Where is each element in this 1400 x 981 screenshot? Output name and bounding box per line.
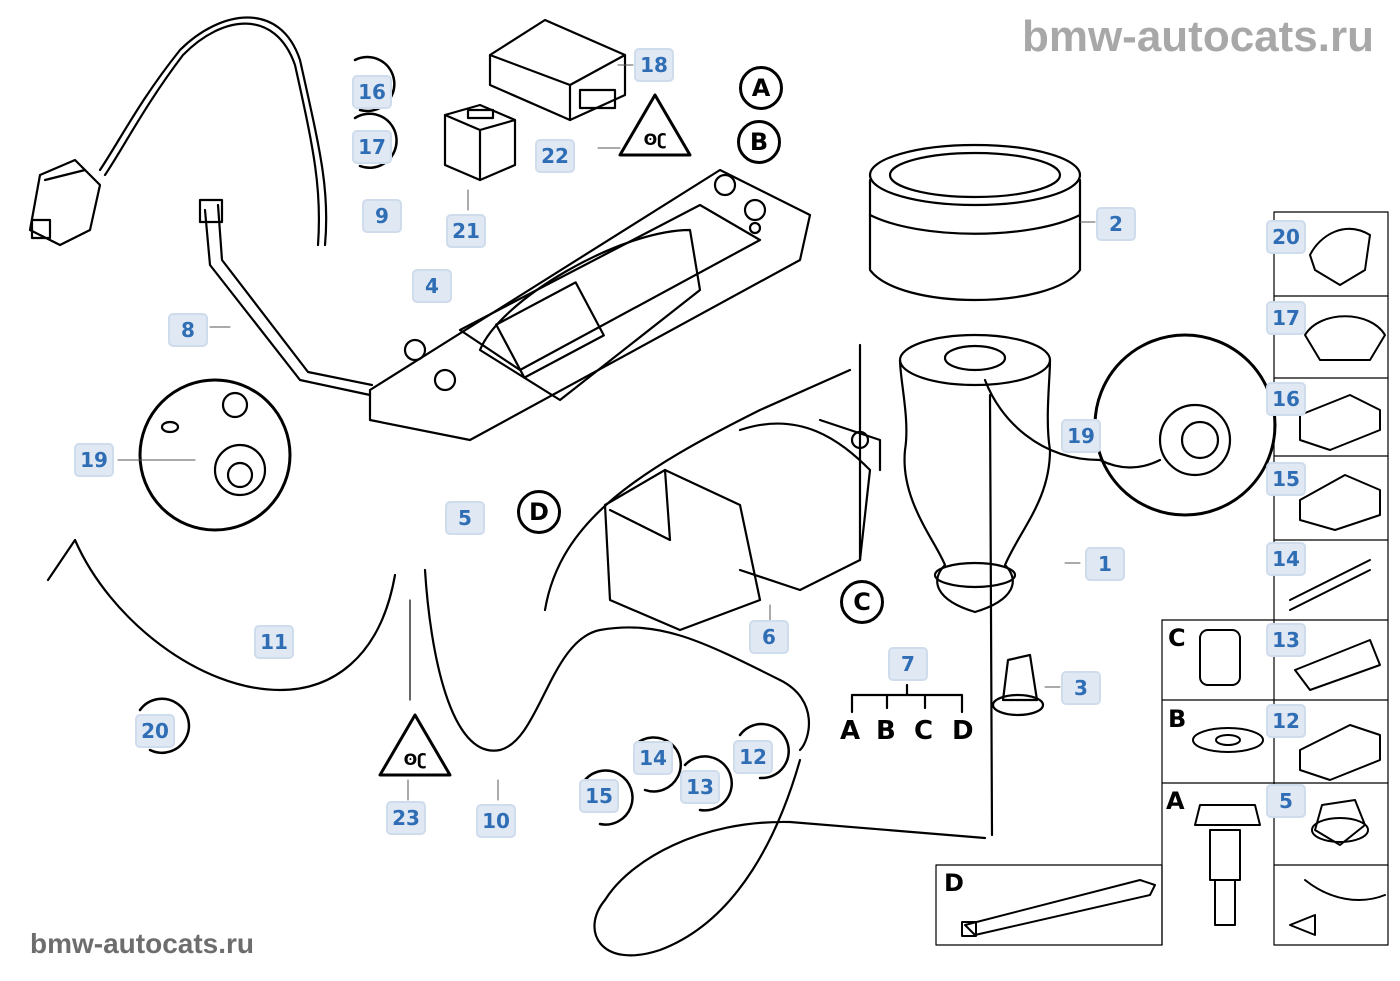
callout-12[interactable]: 12 (733, 740, 773, 774)
kit-variant-b: B (876, 716, 896, 746)
detail-circle-19-right (983, 333, 1277, 517)
callout-19-right[interactable]: 19 (1061, 419, 1101, 453)
callout-2[interactable]: 2 (1096, 207, 1136, 241)
grid-callout-15[interactable]: 15 (1266, 462, 1306, 496)
callout-22[interactable]: 22 (535, 139, 575, 173)
panel-letter-D: D (944, 869, 964, 897)
callout-1[interactable]: 1 (1085, 547, 1125, 581)
grid-callout-17[interactable]: 17 (1266, 301, 1306, 335)
callout-14[interactable]: 14 (633, 741, 673, 775)
panel-letter-C: C (1168, 624, 1186, 652)
callout-circles (138, 55, 790, 826)
callout-7[interactable]: 7 (888, 647, 928, 681)
detail-circle-19-left (138, 378, 292, 532)
callout-15[interactable]: 15 (579, 779, 619, 813)
kit-variant-a: A (840, 716, 861, 746)
air-pipe-drawing (198, 198, 374, 397)
callout-13[interactable]: 13 (680, 770, 720, 804)
dust-boot-drawing (868, 143, 1082, 302)
air-spring-drawing (898, 333, 1052, 614)
callout-19-left[interactable]: 19 (74, 443, 114, 477)
compressor-drawing (603, 418, 882, 632)
callout-18[interactable]: 18 (634, 48, 674, 82)
parts-grid (935, 211, 1389, 946)
control-unit-drawing (488, 18, 627, 122)
relay-drawing (443, 103, 517, 182)
callout-3[interactable]: 3 (1061, 671, 1101, 705)
kit-variant-c: C (914, 716, 934, 746)
callout-16[interactable]: 16 (352, 75, 392, 109)
grid-callout-20[interactable]: 20 (1266, 220, 1306, 254)
callout-5[interactable]: 5 (445, 501, 485, 535)
compressor-bracket-drawing (368, 168, 812, 442)
kit-variant-d: D (952, 716, 974, 746)
marker-B: B (737, 120, 781, 164)
pressure-sensor-drawing (28, 16, 328, 247)
callout-4[interactable]: 4 (412, 269, 452, 303)
leader-lines (117, 64, 1096, 801)
panel-letter-B: B (1168, 705, 1187, 733)
grid-part-icons (961, 228, 1386, 937)
marker-D: D (517, 490, 561, 534)
panel-letter-A: A (1166, 787, 1185, 815)
callout-9[interactable]: 9 (362, 199, 402, 233)
callout-23[interactable]: 23 (386, 801, 426, 835)
grid-callout-12[interactable]: 12 (1266, 704, 1306, 738)
callout-8[interactable]: 8 (168, 313, 208, 347)
callout-21[interactable]: 21 (446, 214, 486, 248)
air-lines-drawing (46, 343, 994, 957)
warning-triangle-23: ʘʗ (378, 713, 452, 777)
kit-7-bracket (850, 683, 964, 714)
grid-callout-13[interactable]: 13 (1266, 623, 1306, 657)
callout-17[interactable]: 17 (352, 130, 392, 164)
marker-A: A (739, 66, 783, 110)
svg-text:ʘʗ: ʘʗ (644, 130, 667, 149)
watermark-top: bmw-autocats.ru (1021, 12, 1374, 61)
watermark-bottom: bmw-autocats.ru (30, 928, 255, 959)
grid-callout-5[interactable]: 5 (1266, 784, 1306, 818)
svg-text:ʘʗ: ʘʗ (404, 750, 427, 769)
callout-6[interactable]: 6 (749, 620, 789, 654)
callout-11[interactable]: 11 (254, 625, 294, 659)
marker-C: C (840, 580, 884, 624)
warning-triangle-22: ʘʗ (618, 93, 692, 157)
grid-callout-14[interactable]: 14 (1266, 542, 1306, 576)
callout-10[interactable]: 10 (476, 804, 516, 838)
grid-callout-16[interactable]: 16 (1266, 382, 1306, 416)
nut-part-3-drawing (991, 653, 1045, 717)
callout-20[interactable]: 20 (135, 714, 175, 748)
